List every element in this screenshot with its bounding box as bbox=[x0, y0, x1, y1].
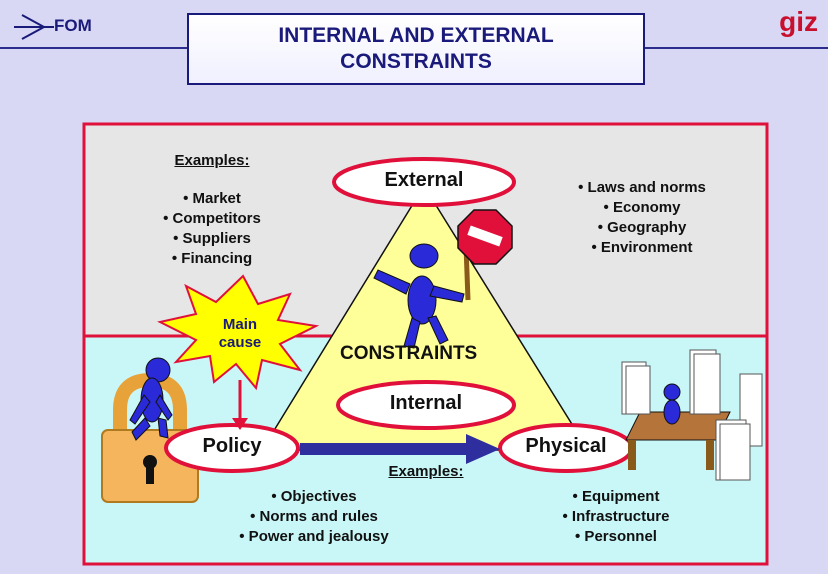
figure-with-stop-sign-icon bbox=[373, 209, 513, 349]
list-item: • Power and jealousy bbox=[239, 528, 389, 545]
external-label: External bbox=[384, 169, 464, 191]
policy-examples: • Objectives • Norms and rules • Power a… bbox=[214, 487, 414, 547]
internal-ellipse bbox=[336, 380, 516, 430]
office-desk-icon bbox=[621, 349, 763, 481]
main-cause-starburst bbox=[157, 274, 320, 391]
main-cause-label: Main cause bbox=[200, 316, 280, 352]
list-item: • Economy bbox=[603, 199, 681, 216]
physical-examples: • Equipment • Infrastructure • Personnel bbox=[526, 487, 706, 547]
policy-label: Policy bbox=[202, 435, 262, 457]
outer-border bbox=[82, 122, 769, 566]
list-item: • Norms and rules bbox=[250, 508, 378, 525]
giz-logo: giz bbox=[779, 6, 818, 37]
list-item: • Competitors bbox=[163, 210, 261, 227]
list-item: • Infrastructure bbox=[562, 508, 670, 525]
policy-to-physical-arrow bbox=[300, 434, 500, 464]
list-item: • Environment bbox=[591, 239, 693, 256]
external-examples-right: • Laws and norms • Economy • Geography •… bbox=[552, 178, 732, 258]
main-cause-line: Main bbox=[222, 316, 258, 333]
internal-label: Internal bbox=[389, 392, 463, 414]
list-item: • Suppliers bbox=[173, 230, 251, 247]
policy-ellipse bbox=[164, 423, 300, 473]
main-cause-arrowhead bbox=[232, 418, 248, 430]
arrow-logo-icon bbox=[14, 14, 54, 40]
list-item: • Geography bbox=[597, 219, 687, 236]
external-examples: Examples: • Market • Competitors • Suppl… bbox=[142, 151, 282, 269]
list-item: • Personnel bbox=[575, 528, 657, 545]
main-cause-line: cause bbox=[218, 334, 262, 351]
list-item: • Objectives bbox=[271, 488, 357, 505]
internal-examples-heading: Examples: bbox=[388, 463, 464, 480]
external-examples-heading: Examples: bbox=[174, 152, 250, 169]
page-title: INTERNAL AND EXTERNAL CONSTRAINTS bbox=[278, 24, 554, 73]
title-box: INTERNAL AND EXTERNAL CONSTRAINTS bbox=[187, 13, 645, 85]
sitting-figure-icon bbox=[129, 357, 173, 441]
list-item: • Equipment bbox=[572, 488, 660, 505]
list-item: • Laws and norms bbox=[578, 179, 706, 196]
constraints-label: CONSTRAINTS bbox=[340, 343, 478, 364]
list-item: • Market bbox=[183, 190, 241, 207]
list-item: • Financing bbox=[171, 250, 253, 267]
fom-logo-text: FOM bbox=[54, 16, 92, 35]
physical-label: Physical bbox=[525, 435, 607, 457]
external-ellipse bbox=[332, 157, 516, 207]
fom-logo: FOM bbox=[14, 10, 124, 44]
